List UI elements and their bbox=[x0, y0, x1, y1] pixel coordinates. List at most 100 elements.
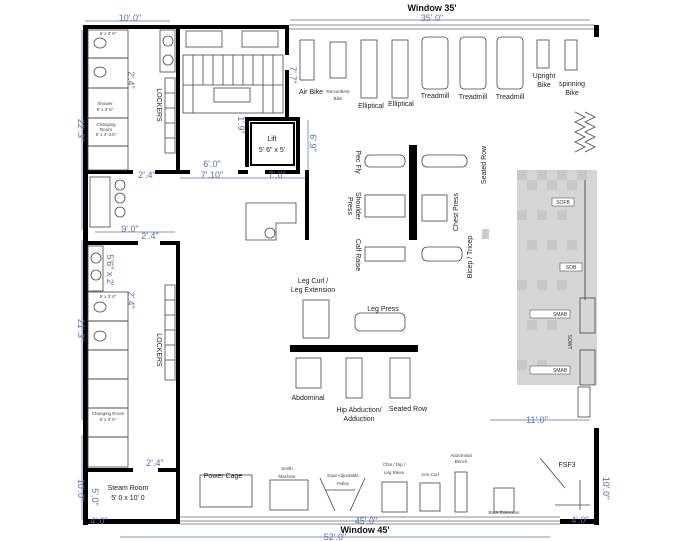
smith-machine-label: Smith bbox=[281, 466, 293, 471]
hip-abduction-label: Hip Abduction/ bbox=[336, 407, 381, 414]
window-top bbox=[289, 24, 594, 30]
recumbent-bike-label-2: Bike bbox=[334, 96, 343, 101]
lockers-label: LOCKERS bbox=[155, 333, 162, 367]
strength-equipment: Power Cage Smith Machine Dual Adjustable… bbox=[199, 453, 590, 515]
steam-room-label: Steam Room bbox=[108, 485, 149, 492]
lift-size-label: 5' 6" x 5' bbox=[259, 147, 285, 154]
lift-label: Lift bbox=[267, 136, 276, 143]
pec-fly bbox=[364, 154, 406, 168]
dim-lift-side: 6'.9" bbox=[308, 134, 318, 151]
steam-room: Steam Room 5' 0 x 10' 0 bbox=[108, 485, 149, 502]
spinning-bike-label: spinning bbox=[559, 81, 585, 88]
rack-sofb-label: SOFB bbox=[556, 200, 570, 206]
sink-icon bbox=[159, 29, 176, 73]
chin-dip-leg-raise bbox=[381, 481, 408, 513]
treadmill-label: Treadmill bbox=[496, 94, 525, 101]
hip-abduction-machine bbox=[345, 357, 363, 399]
shower-label: Shower bbox=[97, 101, 113, 106]
arm-curl-label: Arm Curl bbox=[421, 472, 439, 477]
dim-top-left: 10'.0" bbox=[119, 13, 141, 23]
bicep-tricep-label: Bicep / Tricep bbox=[467, 236, 474, 279]
treadmill-label: Treadmill bbox=[459, 94, 488, 101]
dim-corridor-width: 9'.0" bbox=[121, 224, 138, 234]
leg-raise-label: Leg Raise bbox=[384, 470, 405, 475]
dimension-lines bbox=[81, 19, 590, 538]
dim-total-width: 52'.0" bbox=[324, 532, 346, 541]
arm-curl bbox=[419, 482, 441, 512]
treadmill bbox=[459, 36, 487, 90]
air-bike bbox=[299, 39, 315, 81]
chin-dip-label: Chin / Dip / bbox=[383, 462, 406, 467]
back-extension-label: Back Extension bbox=[488, 510, 520, 515]
selectorized-machines: Pec Fly Shoulder Press Calf Raise Seated… bbox=[291, 145, 489, 423]
pulley-label: Dual Adjustable bbox=[327, 473, 359, 478]
cardio-equipment: Air Bike Recumbent Bike Elliptical Ellip… bbox=[299, 36, 596, 153]
seated-row-label: Seated Row bbox=[481, 145, 488, 184]
lower-locker-room: 5' x 3' 6" LOCKERS Changing Room 5' x 3'… bbox=[87, 245, 176, 468]
sink-icon bbox=[87, 245, 104, 292]
upright-bike bbox=[536, 39, 550, 69]
dim-bottom-right: 4'.0" bbox=[571, 515, 588, 525]
changing-size-label: 5' x 3' 6" bbox=[100, 417, 117, 422]
treadmill bbox=[421, 36, 449, 90]
dim-rack-span: 11'.0" bbox=[526, 415, 548, 425]
dual-adjustable-pulley bbox=[319, 477, 366, 512]
dim-door-upper-lockers: 2'.4" bbox=[126, 71, 136, 88]
shoulder-press bbox=[364, 194, 406, 218]
spinning-bike-label-2: Bike bbox=[565, 90, 579, 97]
lockers-label: LOCKERS bbox=[155, 88, 162, 122]
dim-top-window: 35'.0" bbox=[421, 13, 443, 23]
window-top-label: Window 35' bbox=[407, 3, 456, 13]
lockers-icon bbox=[164, 284, 176, 381]
leg-press bbox=[354, 312, 406, 332]
treadmill bbox=[496, 36, 524, 90]
dim-door-corridor-upper: 2'.4" bbox=[138, 170, 155, 180]
column bbox=[482, 229, 489, 239]
dim-stair-wall: 7'.7" bbox=[288, 66, 298, 83]
calf-raise bbox=[364, 246, 406, 262]
spinning-bike bbox=[564, 39, 578, 71]
leg-extension-label: Leg Extension bbox=[291, 287, 335, 294]
dim-right-side: 10'.0" bbox=[601, 477, 611, 499]
window-35-label: Window 35' bbox=[407, 3, 456, 13]
dim-lift-wall: 7'.0" bbox=[268, 170, 285, 180]
changing-size-label: 5' x 4'-3.5" bbox=[96, 132, 117, 137]
abdominal-bench-label-2: Bench bbox=[455, 459, 468, 464]
chest-press bbox=[421, 194, 448, 222]
seated-row-machine bbox=[389, 357, 411, 399]
dim-left-upper: 22'.3" bbox=[76, 119, 86, 141]
fsf3-label: FSF3 bbox=[558, 462, 575, 469]
back-extension bbox=[493, 487, 515, 513]
reception-desk bbox=[245, 202, 297, 241]
treadmill-label: Treadmill bbox=[421, 93, 450, 100]
rack-sob-label: SOB bbox=[566, 265, 577, 271]
corridor-seating bbox=[89, 176, 126, 228]
stairwell bbox=[182, 30, 284, 114]
window-45-label: Window 45' bbox=[340, 525, 389, 535]
leg-curl-extension bbox=[302, 299, 330, 339]
upright-bike-label: Upright bbox=[533, 73, 556, 80]
shoulder-press-label-2: Press bbox=[346, 197, 353, 215]
abdominal-bench bbox=[454, 471, 468, 513]
changing-room-label: Changing Room bbox=[92, 411, 125, 416]
upright-bike-label-2: Bike bbox=[537, 82, 551, 89]
toilet-icon bbox=[93, 301, 107, 313]
rack-smab-label: SMAB bbox=[553, 312, 568, 318]
recumbent-bike-label: Recumbent bbox=[326, 89, 350, 94]
shoulder-press-label: Shoulder bbox=[354, 192, 361, 221]
changing-room-label: Room bbox=[100, 127, 112, 132]
lift: Lift 5' 6" x 5' bbox=[250, 122, 295, 166]
toilet-size-label: 5' x 3' 6" bbox=[100, 294, 117, 299]
hip-adduction-label: Adduction bbox=[343, 416, 374, 423]
bicep-tricep bbox=[421, 246, 463, 262]
toilet-icon bbox=[93, 66, 107, 78]
elliptical-label: Elliptical bbox=[358, 103, 384, 110]
seated-row-2-label: Seated Row bbox=[389, 406, 428, 413]
recumbent-bike bbox=[329, 41, 347, 79]
dim-steam-inner: 5'.0" bbox=[90, 488, 100, 505]
shower-size-label: 5' x 3' 6" bbox=[97, 107, 114, 112]
abdominal-machine bbox=[295, 357, 322, 389]
dim-door-steam: 2'.4" bbox=[146, 458, 163, 468]
steam-size-label: 5' 0 x 10' 0 bbox=[111, 495, 145, 502]
